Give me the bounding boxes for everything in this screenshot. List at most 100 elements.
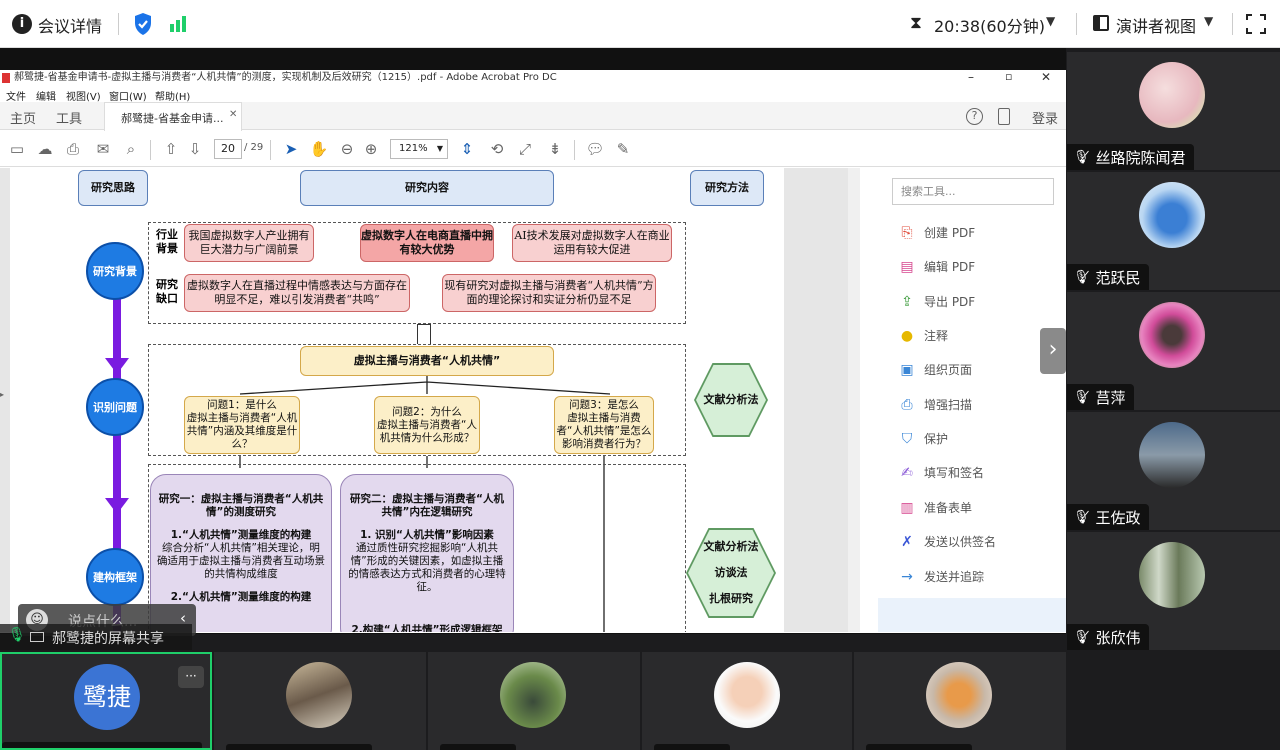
minimize-button[interactable]: – bbox=[968, 70, 974, 84]
participant-tile-self[interactable]: 鹭捷 ··· bbox=[0, 652, 212, 750]
tool-organize-pages[interactable]: ▣组织页面 bbox=[898, 361, 972, 378]
signal-icon[interactable] bbox=[170, 16, 188, 32]
collapse-chevron-icon[interactable]: ‹ bbox=[180, 609, 186, 627]
problem-block bbox=[148, 344, 686, 456]
tool-label: 编辑 PDF bbox=[924, 260, 976, 274]
stage-identify-problem: 识别问题 bbox=[86, 378, 144, 436]
participant-name-bar: 🎙︎̸莒萍 bbox=[1067, 384, 1134, 410]
chevron-down-icon[interactable]: ▼ bbox=[1204, 14, 1214, 28]
menu-edit[interactable]: 编辑 bbox=[36, 92, 56, 103]
stage-background: 研究背景 bbox=[86, 242, 144, 300]
zoom-select[interactable]: 121% ▼ bbox=[390, 139, 448, 159]
close-button[interactable]: ✕ bbox=[1041, 70, 1052, 84]
search-icon[interactable]: ⌕ bbox=[126, 140, 136, 158]
avatar bbox=[286, 662, 352, 728]
participant-tile[interactable]: 🎙︎̸王佐政 bbox=[1067, 412, 1280, 530]
tools-search-input[interactable]: 搜索工具... bbox=[892, 178, 1054, 205]
scrollbar[interactable] bbox=[848, 168, 860, 632]
tool-enhance-scan[interactable]: ⎙增强扫描 bbox=[898, 396, 972, 413]
chevron-down-icon[interactable]: ▼ bbox=[1046, 14, 1056, 28]
tool-create-pdf[interactable]: ⎘创建 PDF bbox=[898, 224, 975, 241]
restore-button[interactable]: ▫ bbox=[1005, 70, 1013, 83]
arrow-head bbox=[105, 498, 129, 514]
participant-name-bar bbox=[226, 744, 372, 750]
tool-label: 增强扫描 bbox=[924, 398, 973, 412]
tool-fill-sign[interactable]: ✍填写和签名 bbox=[898, 464, 984, 481]
scroll-mode-icon[interactable]: ⇟ bbox=[548, 140, 562, 158]
fullscreen-icon[interactable] bbox=[1246, 14, 1266, 34]
tool-protect[interactable]: ⛉保护 bbox=[898, 430, 948, 447]
participant-name-bar: 🎙︎̸丝路院陈闻君 bbox=[1067, 144, 1194, 170]
document-viewport[interactable]: ▸ 研究思路 研究内容 研究方法 研究背景 识别问题 建构框架 行业背景 研究缺… bbox=[0, 168, 860, 632]
participant-tile[interactable]: 🎙︎̸莒萍 bbox=[1067, 292, 1280, 410]
next-page-button[interactable]: › bbox=[1040, 328, 1066, 374]
tool-export-pdf[interactable]: ⇪导出 PDF bbox=[898, 293, 975, 310]
zoom-in-icon[interactable]: ⊕ bbox=[364, 140, 378, 158]
print-icon[interactable]: ⎙ bbox=[66, 140, 79, 158]
participant-name: 丝路院陈闻君 bbox=[1095, 148, 1186, 167]
rotate-icon[interactable]: ⟲ bbox=[490, 140, 504, 158]
meeting-details-button[interactable]: 会议详情 bbox=[38, 17, 103, 36]
info-icon[interactable]: i bbox=[12, 14, 32, 34]
participant-tile[interactable]: 🎙︎̸范跃民 bbox=[1067, 172, 1280, 290]
row-label-industry: 行业背景 bbox=[156, 228, 178, 255]
presenter-view-button[interactable]: 演讲者视图 bbox=[1116, 17, 1197, 36]
tool-send-track[interactable]: →发送并追踪 bbox=[898, 568, 984, 585]
help-icon[interactable]: ? bbox=[966, 108, 983, 125]
mobile-link-icon[interactable] bbox=[998, 108, 1010, 125]
participant-tile[interactable] bbox=[214, 652, 426, 750]
fit-page-icon[interactable]: ⇕ bbox=[460, 140, 474, 158]
tool-edit-pdf[interactable]: ▤编辑 PDF bbox=[898, 258, 975, 275]
avatar bbox=[714, 662, 780, 728]
save-icon[interactable]: ▭ bbox=[9, 140, 25, 158]
tool-label: 准备表单 bbox=[924, 501, 973, 515]
menu-view[interactable]: 视图(V) bbox=[66, 92, 101, 103]
select-cursor-icon[interactable]: ➤ bbox=[284, 140, 298, 158]
hand-tool-icon[interactable]: ✋ bbox=[309, 140, 329, 158]
tab-tools[interactable]: 工具 bbox=[56, 112, 83, 127]
tool-label: 发送并追踪 bbox=[924, 570, 985, 584]
participant-tile[interactable]: 🎙︎̸丝路院陈闻君 bbox=[1067, 52, 1280, 170]
left-panel-toggle-icon[interactable]: ▸ bbox=[0, 390, 5, 399]
industry-box-1: 我国虚拟数字人产业拥有巨大潜力与广阔前景 bbox=[184, 224, 314, 262]
industry-box-3: AI技术发展对虚拟数字人在商业运用有较大促进 bbox=[512, 224, 672, 262]
more-options-button[interactable]: ··· bbox=[178, 666, 204, 688]
upload-cloud-icon[interactable]: ☁ bbox=[37, 140, 53, 158]
zoom-value: 121% bbox=[399, 143, 428, 154]
share-label-bar: 🎙︎ 郝鹭捷的屏幕共享 bbox=[0, 624, 192, 650]
menu-file[interactable]: 文件 bbox=[6, 92, 26, 103]
meeting-timer[interactable]: 20:38(60分钟) bbox=[934, 17, 1045, 36]
page-down-icon[interactable]: ⇩ bbox=[188, 140, 202, 158]
participant-tile[interactable]: 🎙︎̸张欣伟 bbox=[1067, 532, 1280, 650]
participant-tile[interactable] bbox=[642, 652, 852, 750]
avatar bbox=[1139, 62, 1205, 128]
tool-prepare-form[interactable]: ▥准备表单 bbox=[898, 499, 972, 516]
menu-help[interactable]: 帮助(H) bbox=[155, 92, 191, 103]
mail-icon[interactable]: ✉ bbox=[96, 140, 110, 158]
page-number-input[interactable]: 20 bbox=[214, 139, 242, 159]
login-button[interactable]: 登录 bbox=[1032, 112, 1059, 127]
tool-label: 组织页面 bbox=[924, 363, 973, 377]
participant-name: 莒萍 bbox=[1095, 388, 1126, 407]
participant-tile[interactable] bbox=[428, 652, 640, 750]
tool-label: 导出 PDF bbox=[924, 295, 976, 309]
tab-document[interactable]: 郝鹭捷-省基金申请... ✕ bbox=[104, 102, 242, 131]
tool-send-for-signature[interactable]: ✗发送以供签名 bbox=[898, 533, 996, 550]
security-shield-icon[interactable] bbox=[133, 12, 153, 36]
fullscreen-read-icon[interactable]: ⤢ bbox=[518, 140, 531, 158]
comment-icon: ● bbox=[900, 327, 914, 344]
close-tab-icon[interactable]: ✕ bbox=[229, 109, 238, 120]
participant-tile[interactable] bbox=[854, 652, 1066, 750]
highlight-pen-icon[interactable]: ✎ bbox=[616, 140, 630, 158]
signature-icon: ✗ bbox=[901, 533, 913, 550]
tab-home[interactable]: 主页 bbox=[10, 112, 37, 127]
industry-box-2: 虚拟数字人在电商直播中拥有较大优势 bbox=[360, 224, 494, 262]
avatar bbox=[926, 662, 992, 728]
tool-comment[interactable]: ●注释 bbox=[898, 327, 948, 344]
menu-window[interactable]: 窗口(W) bbox=[109, 92, 147, 103]
page-up-icon[interactable]: ⇧ bbox=[164, 140, 178, 158]
comment-icon[interactable]: 💬︎ bbox=[585, 140, 605, 158]
stage-build-framework: 建构框架 bbox=[86, 548, 144, 606]
zoom-out-icon[interactable]: ⊖ bbox=[340, 140, 354, 158]
background-block bbox=[148, 222, 686, 324]
